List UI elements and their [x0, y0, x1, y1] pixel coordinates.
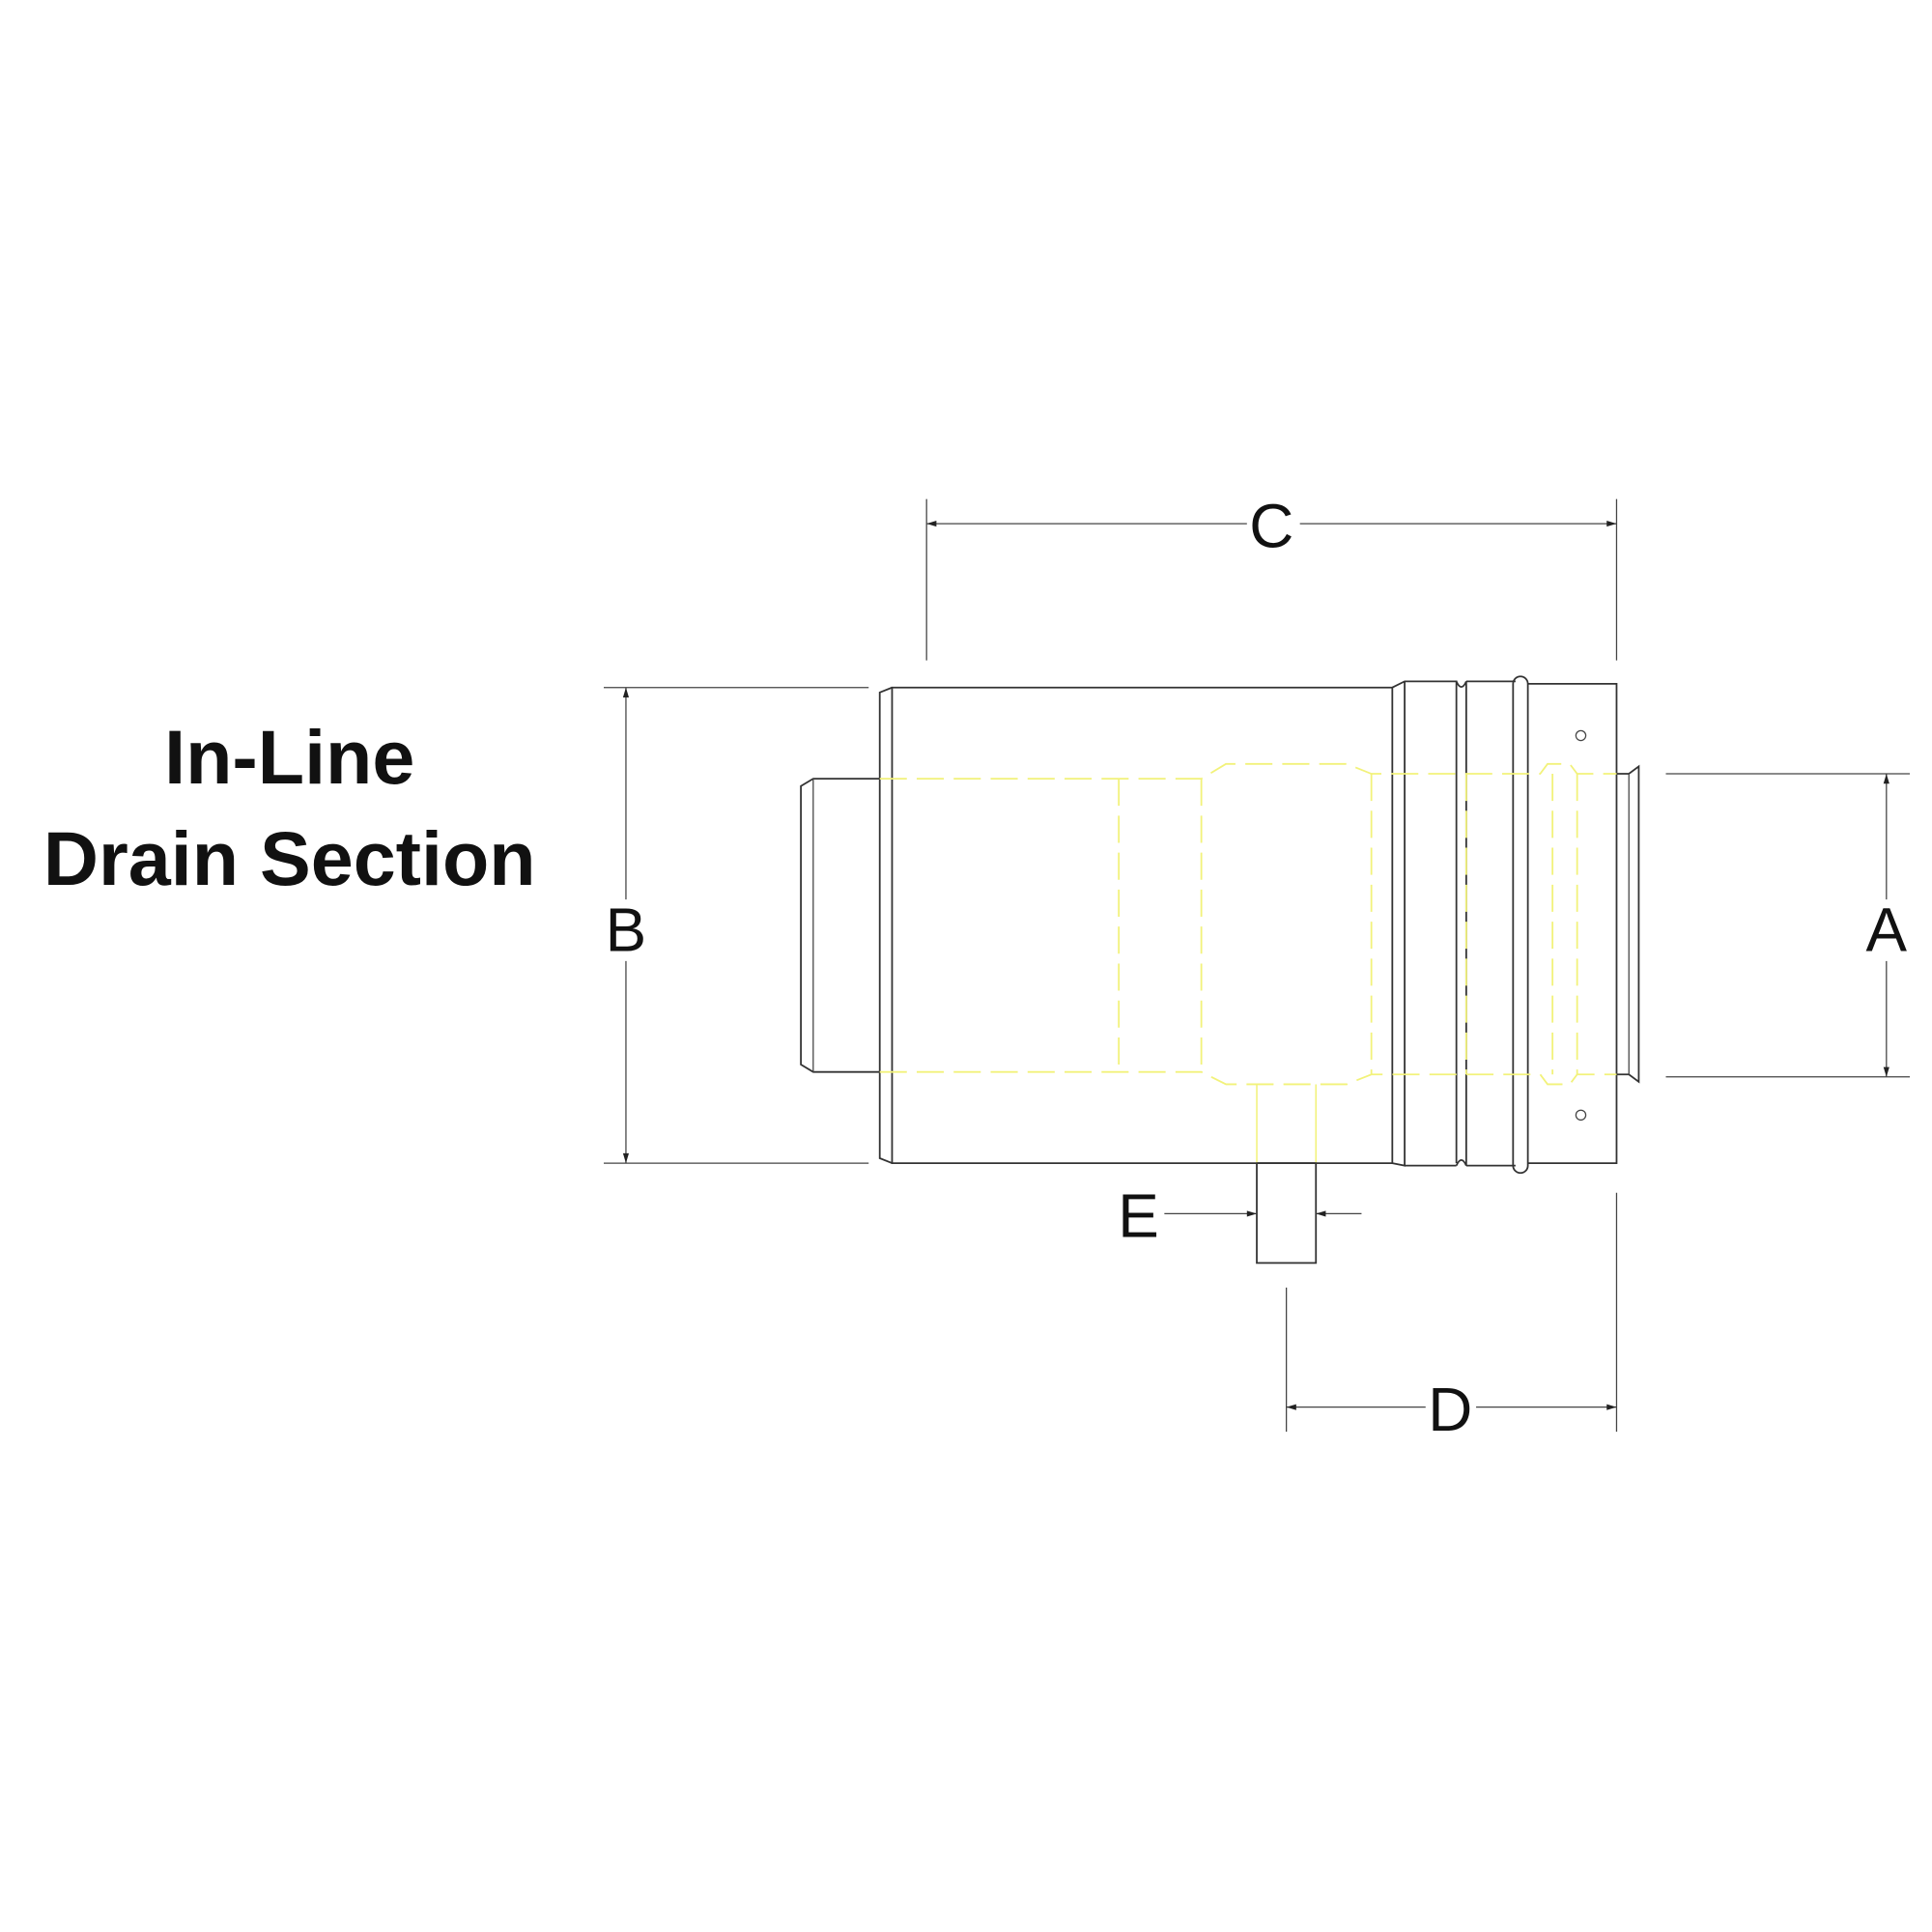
- dimension-label-d: D: [1428, 1375, 1472, 1444]
- drain-outlet: [1256, 1162, 1318, 1264]
- dimension-label-e: E: [1118, 1181, 1159, 1251]
- dimension-b: B: [604, 687, 869, 1164]
- title-line-1: In-Line: [164, 714, 414, 800]
- title-line-2: Drain Section: [43, 815, 536, 901]
- dimension-e: E: [1118, 1181, 1362, 1251]
- dimension-label-b: B: [606, 895, 647, 965]
- hidden-interior-lines: [879, 762, 1617, 1164]
- rivet-hole-bottom: [1575, 1109, 1587, 1122]
- dimension-d: D: [1285, 1192, 1618, 1444]
- pipe-body: [800, 675, 1640, 1175]
- rivet-hole-top: [1575, 729, 1587, 742]
- dimension-c: C: [925, 491, 1618, 661]
- dimension-label-c: C: [1249, 491, 1293, 560]
- rivet-holes: [1575, 729, 1587, 1122]
- dimension-a: A: [1665, 773, 1911, 1078]
- dimension-label-a: A: [1866, 895, 1908, 965]
